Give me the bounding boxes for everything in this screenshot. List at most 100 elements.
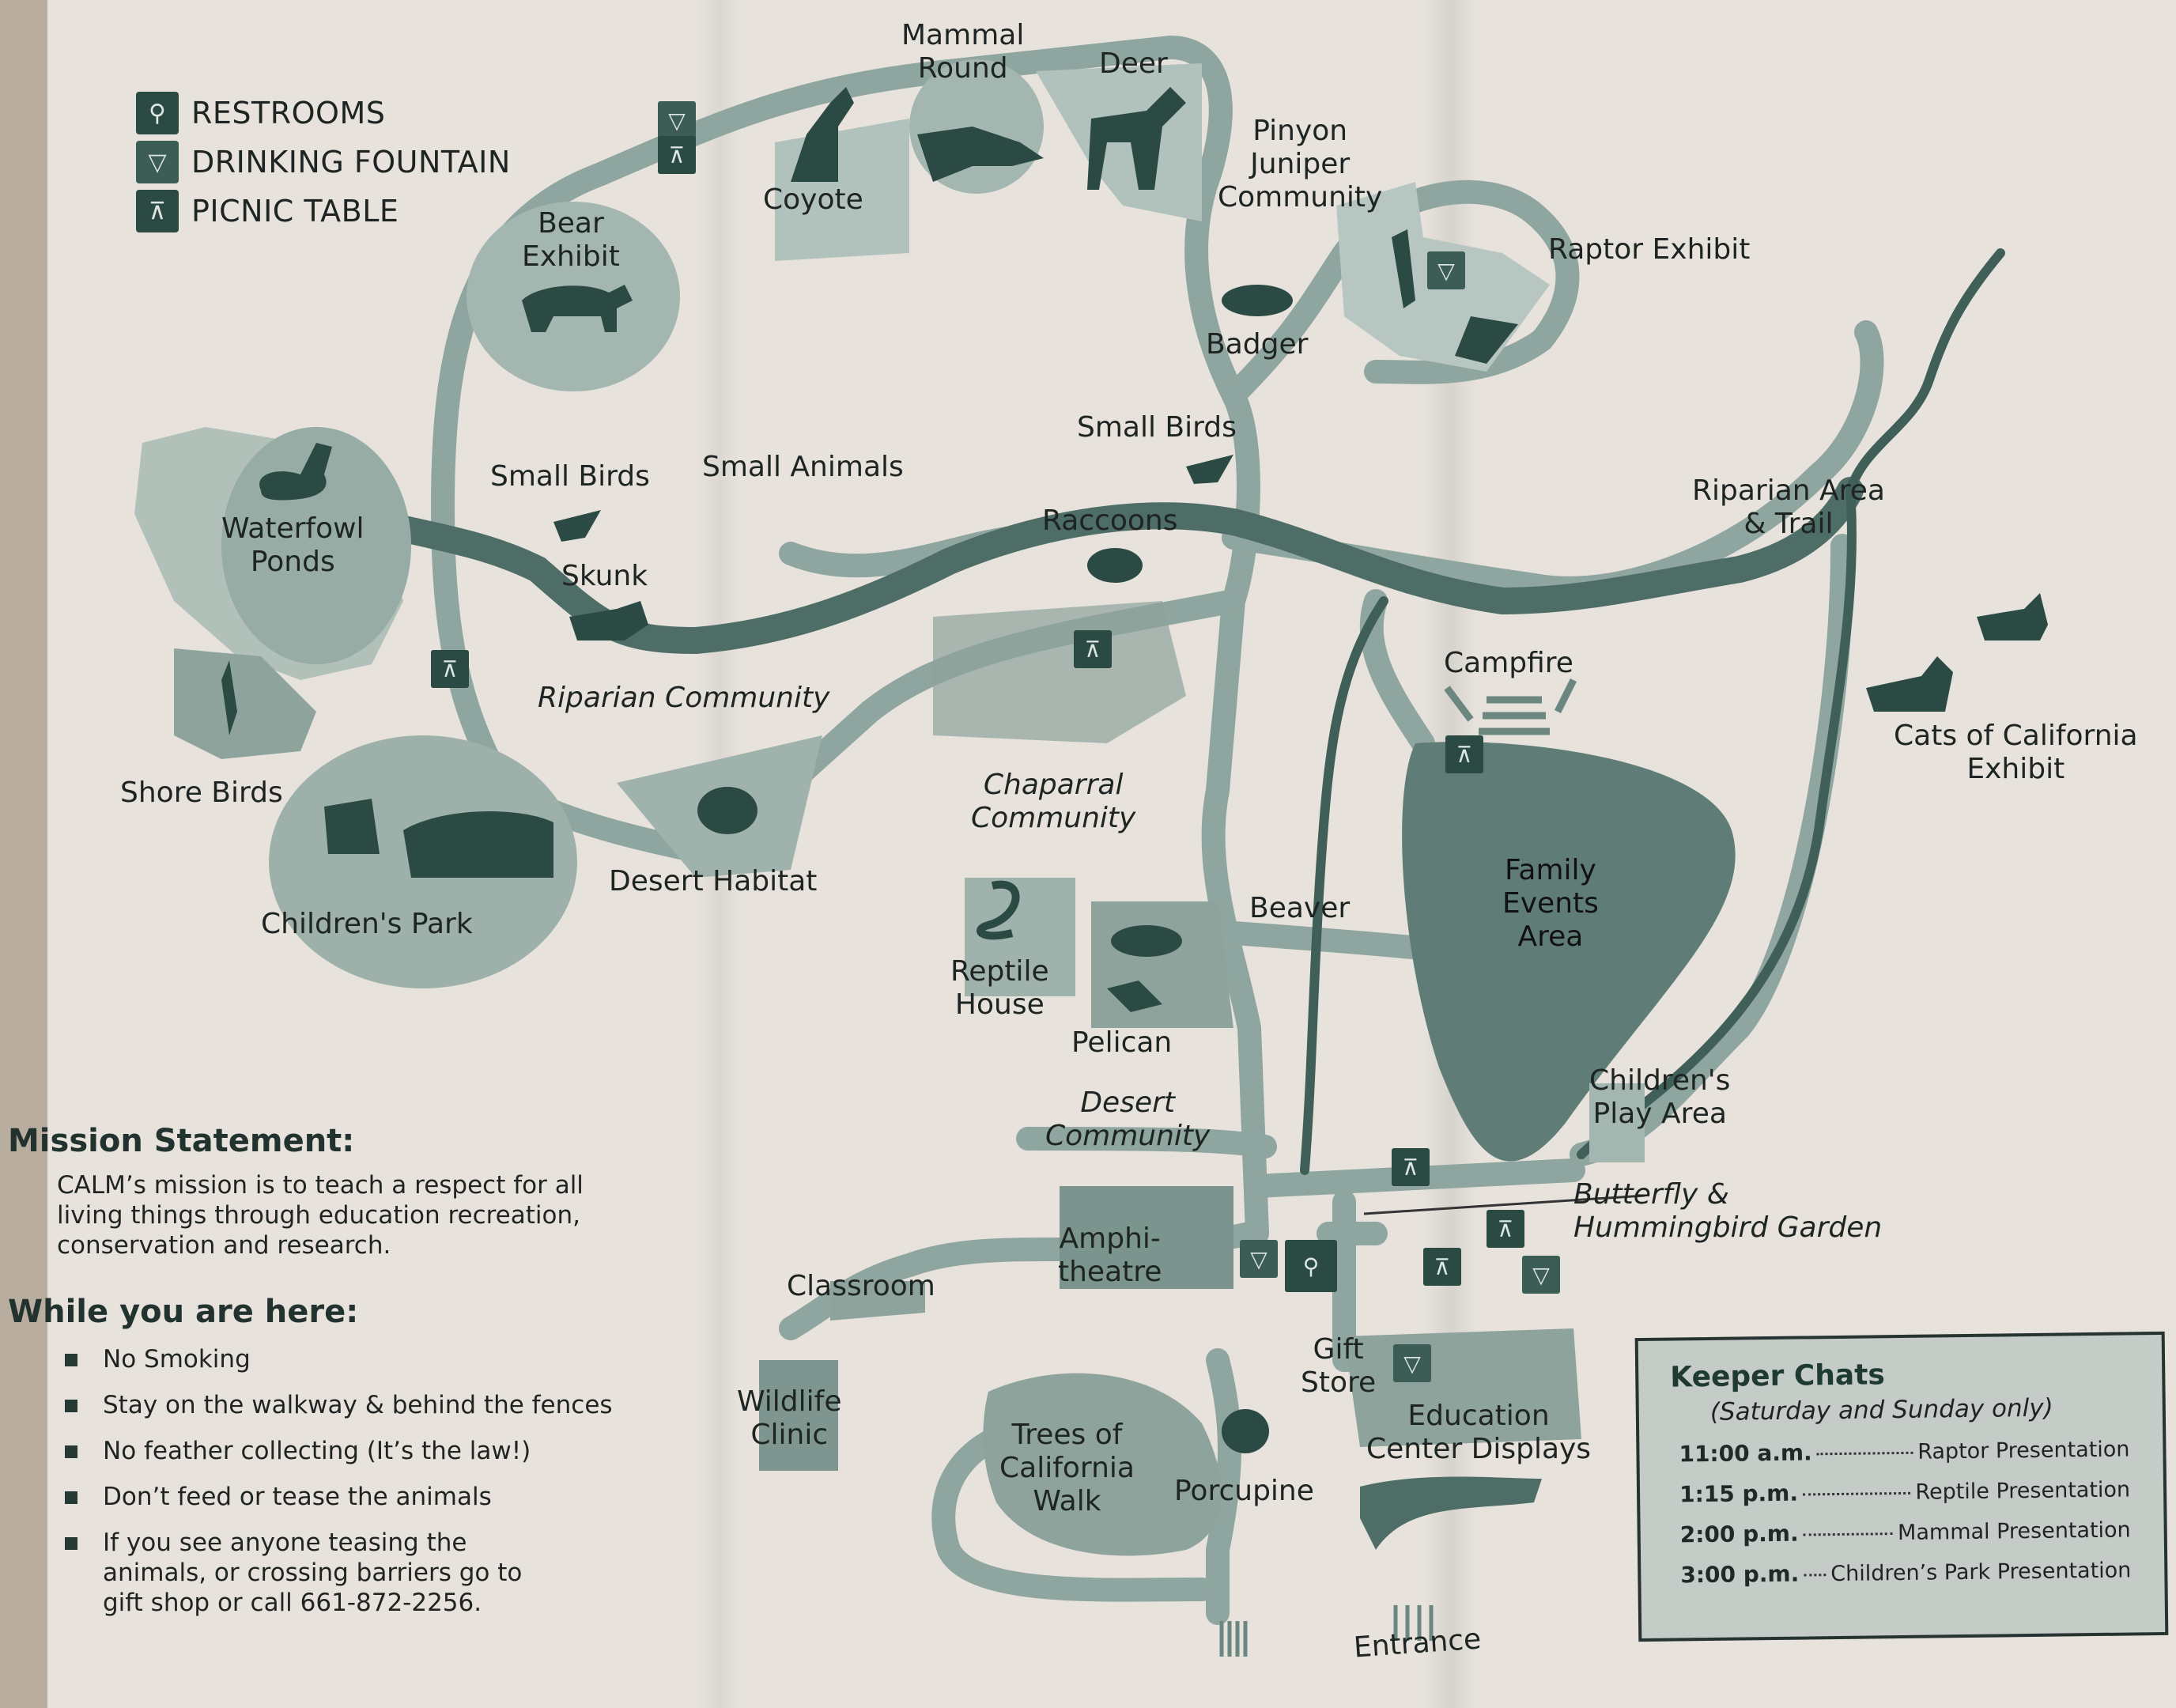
picnic-table-icon[interactable]: ⊼ [1487,1210,1524,1248]
restroom-icon[interactable]: ⚲ [1285,1240,1337,1292]
legend-label: RESTROOMS [191,96,386,130]
schedule-row: 2:00 p.m. Mammal Presentation [1680,1516,2131,1547]
label-butterfly-garden[interactable]: Butterfly & Hummingbird Garden [1573,1178,1883,1244]
leader-dots [1804,1574,1827,1577]
heron-icon [221,660,237,735]
skunk-icon [569,601,648,640]
picnic-table-icon[interactable]: ⊼ [1445,735,1483,773]
picnic-table-icon[interactable]: ⊼ [658,136,696,174]
label-reptile-house[interactable]: Reptile House [950,955,1049,1021]
rules-heading: While you are here: [8,1294,359,1330]
picnic-table-icon[interactable]: ⊼ [1392,1148,1430,1186]
restroom-icon: ⚲ [136,92,179,134]
leader-dots [1802,1491,1911,1496]
small-bird-icon [553,510,601,542]
label-pinyon-juniper[interactable]: Pinyon Juniper Community [1218,115,1383,214]
eagle-icon [1455,316,1518,364]
label-cats-of-california[interactable]: Cats of California Exhibit [1894,720,2138,785]
butterfly-garden-pointer [1363,1194,1645,1215]
label-trees-of-california[interactable]: Trees of California Walk [999,1419,1135,1517]
owl-icon [1392,229,1415,308]
label-pelican[interactable]: Pelican [1071,1026,1173,1059]
wildlife-clinic-zone [759,1360,838,1471]
stream [1300,248,2005,1175]
picnic-table-icon[interactable]: ⊼ [1423,1248,1461,1286]
bobcat-icon [1977,593,2048,640]
label-small-animals[interactable]: Small Animals [702,451,904,483]
label-shore-birds[interactable]: Shore Birds [120,777,283,809]
schedule-time: 11:00 a.m. [1679,1439,1812,1468]
drinking-fountain-icon[interactable]: ▽ [658,101,696,139]
label-riparian-community[interactable]: Riparian Community [538,682,830,714]
label-porcupine[interactable]: Porcupine [1174,1475,1314,1507]
drinking-fountain-icon[interactable]: ▽ [1393,1344,1431,1382]
amphitheatre-zone [1060,1186,1233,1289]
label-childrens-play-area[interactable]: Children's Play Area [1589,1064,1731,1130]
legend-drinking-fountain: ▽ DRINKING FOUNTAIN [136,138,511,187]
label-gift-store[interactable]: Gift Store [1301,1333,1377,1399]
rules-list: No Smoking Stay on the walkway & behind … [8,1344,625,1618]
label-badger[interactable]: Badger [1206,328,1309,361]
coyote-icon [791,87,854,182]
reptile-house-zone [965,878,1075,996]
label-raptor-exhibit[interactable]: Raptor Exhibit [1548,233,1751,266]
label-coyote[interactable]: Coyote [763,183,863,216]
label-desert-community[interactable]: Desert Community [1045,1086,1211,1152]
schedule-row: 11:00 a.m. Raptor Presentation [1679,1435,2129,1467]
label-small-birds-east[interactable]: Small Birds [1077,411,1237,444]
drinking-fountain-icon[interactable]: ▽ [1427,251,1465,289]
label-chaparral-community[interactable]: Chaparral Community [971,769,1136,834]
rule-item: Stay on the walkway & behind the fences [8,1390,625,1420]
label-classroom[interactable]: Classroom [787,1270,935,1302]
label-amphitheatre[interactable]: Amphi- theatre [1058,1222,1162,1288]
mountain-lion-icon [1866,656,1953,712]
exhibit-zones [134,59,1736,1556]
snake-icon [977,880,1020,940]
schedule-event: Children’s Park Presentation [1830,1558,2132,1587]
childrens-play-area [1589,1083,1645,1162]
label-waterfowl-ponds[interactable]: Waterfowl Ponds [221,512,365,578]
fox-icon [917,127,1044,182]
bear-icon [522,285,633,332]
label-mammal-round[interactable]: Mammal Round [901,19,1025,85]
schedule-row: 1:15 p.m. Reptile Presentation [1679,1476,2130,1507]
label-wildlife-clinic[interactable]: Wildlife Clinic [737,1385,842,1451]
picnic-table-icon[interactable]: ⊼ [1074,630,1112,668]
label-riparian-area-trail[interactable]: Riparian Area & Trail [1692,474,1885,540]
drinking-fountain-icon[interactable]: ▽ [1522,1256,1560,1294]
schedule-event: Reptile Presentation [1915,1477,2131,1505]
picnic-table-icon[interactable]: ⊼ [431,650,469,688]
drinking-fountain-icon: ▽ [136,141,179,183]
map-legend: ⚲ RESTROOMS ▽ DRINKING FOUNTAIN ⊼ PICNIC… [136,89,511,236]
legend-label: DRINKING FOUNTAIN [191,145,511,179]
picnic-table-icon: ⊼ [136,190,179,232]
schedule-row: 3:00 p.m. Children’s Park Presentation [1680,1556,2131,1588]
drinking-fountain-icon[interactable]: ▽ [1240,1240,1278,1278]
goat-icon [324,799,380,854]
legend-picnic-table: ⊼ PICNIC TABLE [136,187,511,236]
entrance-gate [1219,1605,1434,1657]
schedule-event: Mammal Presentation [1897,1517,2131,1546]
label-campfire[interactable]: Campfire [1444,647,1573,679]
trees-of-california-zone [983,1373,1222,1556]
label-bear-exhibit[interactable]: Bear Exhibit [522,207,620,273]
entrance-pond [1360,1476,1542,1550]
rule-item: Don’t feed or tease the animals [8,1482,625,1512]
legend-restrooms: ⚲ RESTROOMS [136,89,511,138]
campfire-seats [1444,678,1577,735]
label-childrens-park[interactable]: Children's Park [261,908,473,940]
label-skunk[interactable]: Skunk [561,560,648,592]
label-small-birds-west[interactable]: Small Birds [490,460,650,493]
raccoon-icon [1087,548,1143,583]
porcupine-icon [1222,1409,1269,1453]
label-deer[interactable]: Deer [1099,47,1168,80]
label-raccoons[interactable]: Raccoons [1042,504,1178,537]
label-education-center[interactable]: Education Center Displays [1366,1400,1592,1465]
label-family-events-area[interactable]: Family Events Area [1502,854,1599,953]
label-beaver[interactable]: Beaver [1249,892,1351,924]
keeper-chats-subtitle: (Saturday and Sunday only) [1709,1393,2053,1426]
creek [358,477,1864,655]
label-desert-habitat[interactable]: Desert Habitat [609,865,818,897]
family-events-area [1402,742,1736,1162]
